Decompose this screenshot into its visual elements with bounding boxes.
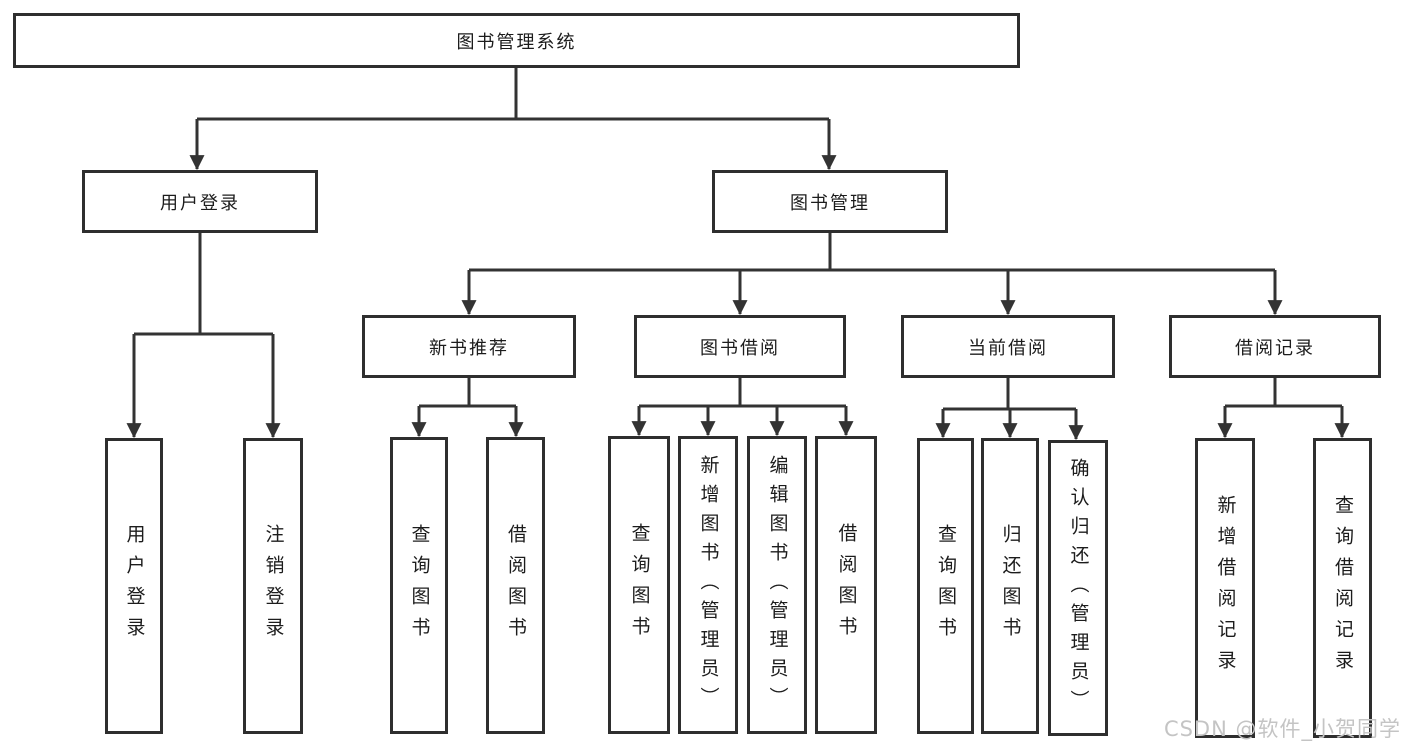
connector-book-mgmt-split (469, 233, 1275, 272)
node-root-label: 图书管理系统 (456, 31, 577, 53)
connector-current-borrow-split (943, 378, 1076, 411)
leaf-confirm-return-admin-label: 确认归还（管理员） (1067, 457, 1090, 719)
leaf-query-borrow-record: 查询借阅记录 (1313, 438, 1372, 738)
node-new-book-recommend-label: 新书推荐 (429, 337, 509, 359)
leaf-add-borrow-record-label: 新增借阅记录 (1214, 495, 1237, 681)
connector-borrow-records-split (1225, 378, 1342, 408)
leaf-return-books-label: 归还图书 (999, 524, 1022, 648)
connector-book-borrow-split (639, 378, 846, 408)
leaf-query-books-borrow-label: 查询图书 (628, 523, 651, 647)
leaf-query-books-current: 查询图书 (917, 438, 974, 734)
connector-root-split (197, 68, 829, 121)
node-book-borrowing-label: 图书借阅 (700, 337, 780, 359)
leaf-query-borrow-record-label: 查询借阅记录 (1332, 495, 1354, 681)
leaf-logout-label: 注销登录 (262, 524, 285, 648)
leaf-add-books-admin: 新增图书（管理员） (678, 436, 738, 734)
leaf-borrow-books-borrow-label: 借阅图书 (835, 523, 858, 647)
leaf-user-login: 用户登录 (105, 438, 163, 734)
node-user-login: 用户登录 (82, 170, 318, 233)
leaf-borrow-books-recommend: 借阅图书 (486, 437, 545, 734)
node-book-borrowing: 图书借阅 (634, 315, 846, 378)
node-new-book-recommend: 新书推荐 (362, 315, 576, 378)
leaf-query-books-current-label: 查询图书 (935, 524, 957, 648)
node-root: 图书管理系统 (13, 13, 1020, 68)
leaf-confirm-return-admin: 确认归还（管理员） (1048, 440, 1108, 736)
leaf-edit-books-admin-label: 编辑图书（管理员） (766, 454, 789, 716)
leaf-borrow-books-recommend-label: 借阅图书 (505, 523, 527, 648)
node-current-borrowing-label: 当前借阅 (968, 337, 1048, 359)
leaf-edit-books-admin: 编辑图书（管理员） (747, 436, 807, 734)
leaf-add-books-admin-label: 新增图书（管理员） (697, 454, 720, 716)
leaf-borrow-books-borrow: 借阅图书 (815, 436, 877, 734)
node-user-login-label: 用户登录 (160, 192, 240, 214)
connector-user-login-split (134, 233, 273, 336)
leaf-query-books-borrow: 查询图书 (608, 436, 670, 734)
leaf-query-books-recommend: 查询图书 (390, 437, 448, 734)
leaf-user-login-label: 用户登录 (123, 524, 146, 648)
node-borrowing-records-label: 借阅记录 (1235, 337, 1315, 359)
node-book-management: 图书管理 (712, 170, 948, 233)
connector-new-book-split (419, 378, 516, 408)
leaf-logout: 注销登录 (243, 438, 303, 734)
node-current-borrowing: 当前借阅 (901, 315, 1115, 378)
leaf-query-books-recommend-label: 查询图书 (408, 523, 431, 648)
leaf-add-borrow-record: 新增借阅记录 (1195, 438, 1255, 738)
leaf-return-books: 归还图书 (981, 438, 1039, 734)
node-borrowing-records: 借阅记录 (1169, 315, 1381, 378)
node-book-management-label: 图书管理 (790, 192, 870, 214)
csdn-watermark: CSDN @软件_小贺同学 (1163, 717, 1401, 741)
